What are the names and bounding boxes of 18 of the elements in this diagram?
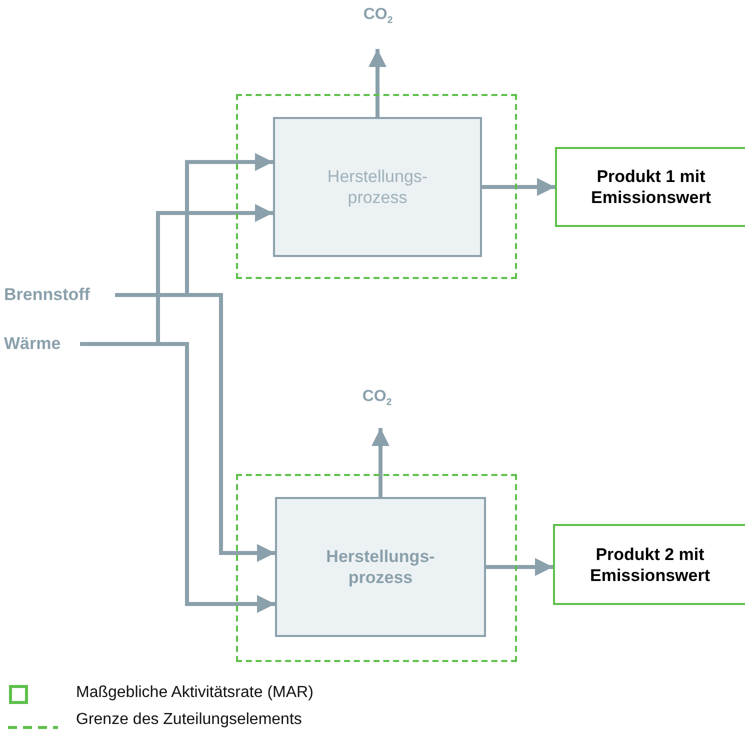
arrow	[372, 428, 390, 497]
input-label: Wärme	[4, 332, 80, 356]
arrow	[80, 342, 275, 613]
output-label: CO$_{2}$	[351, 388, 403, 427]
process-box: Herstellungs- prozess	[275, 497, 486, 637]
arrow	[368, 49, 386, 117]
input-label: Brennstoff	[4, 283, 115, 307]
output-label: CO$_{2}$	[352, 6, 404, 48]
arrow	[486, 558, 553, 576]
legend-text: Grenze des Zuteilungselements	[76, 711, 302, 729]
arrow	[115, 293, 275, 562]
product-box: Produkt 2 mit Emissionswert	[553, 524, 745, 605]
legend-text: Maßgebliche Aktivitätsrate (MAR)	[76, 684, 314, 702]
allocation-boundary	[236, 474, 517, 662]
allocation-boundary	[236, 94, 517, 279]
process-box: Herstellungs- prozess	[273, 117, 482, 257]
arrow	[482, 178, 555, 196]
product-box: Produkt 1 mit Emissionswert	[555, 147, 745, 227]
